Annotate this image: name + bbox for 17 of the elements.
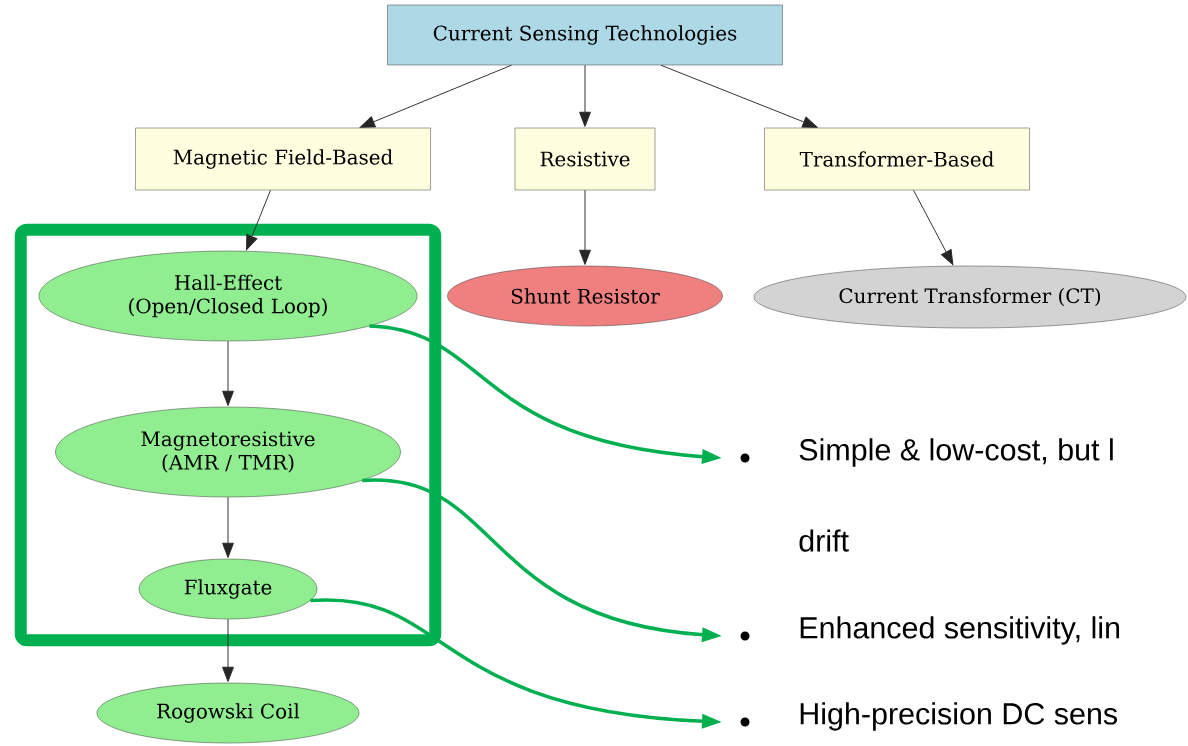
arrow	[222, 618, 234, 682]
root-box: Current Sensing Technologies	[387, 4, 783, 66]
category-box: Resistive	[514, 127, 656, 191]
arrow	[359, 64, 512, 128]
arrow	[579, 64, 591, 127]
category-box: Transformer-Based	[764, 127, 1030, 191]
arrow	[660, 64, 818, 128]
arrow	[222, 496, 234, 558]
highlight-frame	[14, 223, 442, 647]
arrow	[579, 189, 591, 265]
arrow	[246, 189, 271, 251]
arrow	[222, 340, 234, 406]
bullet-text: High-precision DC sens	[800, 702, 1117, 731]
category-box: Magnetic Field-Based	[135, 127, 431, 191]
bullet-text: Enhanced sensitivity, lin	[800, 616, 1120, 645]
bullet-text: Simple & low-cost, but l drift	[799, 438, 1113, 552]
arrow	[913, 189, 954, 266]
